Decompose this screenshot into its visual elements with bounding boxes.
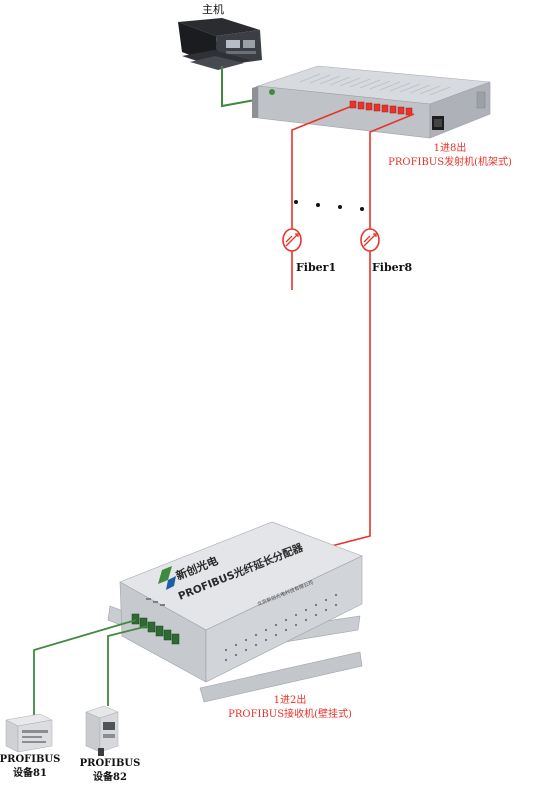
transmitter-caption-line1: 1进8出 [434,141,467,154]
wallmount-receiver [107,521,363,703]
device-81-line2: 设备81 [13,766,47,779]
host-computer [178,18,262,70]
fiber-line-8 [315,113,415,551]
fiber-symbol-8 [360,228,380,252]
device-cables [33,619,149,718]
receiver-caption-line1: 1进2出 [274,693,307,706]
receiver-caption-line2: PROFIBUS接收机(壁挂式) [228,707,352,720]
fiber-symbol-1 [282,228,302,252]
host-label: 主机 [202,2,224,16]
profibus-device-82 [85,705,119,756]
device-82-line1: PROFIBUS [80,758,141,769]
fiber-lines [291,105,415,551]
device-81-line1: PROFIBUS [0,754,60,765]
ellipsis-dots [294,200,364,211]
device-82-line2: 设备82 [93,770,127,783]
fiber-label-8: Fiber8 [372,261,412,274]
device-cable-81 [33,619,137,718]
rack-transmitter [252,65,491,139]
profibus-device-81 [5,713,53,753]
device-cable-82 [107,625,149,706]
transmitter-caption-line2: PROFIBUS发射机(机架式) [388,155,512,168]
fiber-label-1: Fiber1 [296,261,336,274]
